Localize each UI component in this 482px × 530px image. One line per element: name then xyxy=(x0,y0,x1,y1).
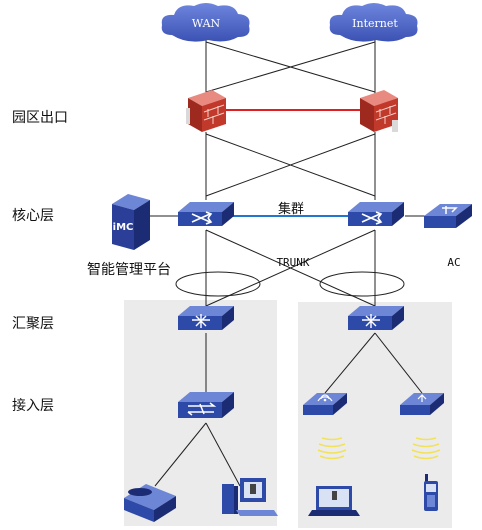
wan-label: WAN xyxy=(192,17,221,30)
access-pc-link xyxy=(205,422,241,487)
wan-cloud-icon: WAN xyxy=(161,3,250,42)
fax-machine-icon xyxy=(124,484,176,522)
aggregation-switch-right-icon xyxy=(348,306,404,330)
access-point-right-icon xyxy=(400,393,444,415)
trunk-ring-left xyxy=(175,271,261,297)
access-switch-icon xyxy=(178,392,234,418)
agg-ap1-link xyxy=(324,332,376,394)
layer-label-access: 接入层 xyxy=(12,397,54,414)
ac-controller-icon xyxy=(424,204,472,228)
ac-label: AC xyxy=(447,256,460,269)
layer-label-exit: 园区出口 xyxy=(12,110,68,126)
core-aggregation-links xyxy=(205,229,376,307)
access-point-left-icon xyxy=(303,393,347,415)
internet-cloud-icon: Internet xyxy=(329,3,418,42)
firewall-left-icon xyxy=(186,90,226,132)
access-fax-link xyxy=(154,422,207,487)
cluster-label: 集群 xyxy=(278,201,304,217)
layer-label-aggregation: 汇聚层 xyxy=(12,316,54,332)
agg-ap2-link xyxy=(374,332,423,394)
laptop-icon xyxy=(308,486,360,516)
internet-label: Internet xyxy=(352,17,398,30)
firewall-right-icon xyxy=(360,90,398,132)
desktop-pc-icon xyxy=(222,478,278,516)
aggregation-switch-left-icon xyxy=(178,306,234,330)
layer-label-core: 核心层 xyxy=(12,208,54,224)
imc-platform-label: 智能管理平台 xyxy=(87,262,171,278)
wifi-signal-left-icon xyxy=(317,437,347,460)
trunk-ring-right xyxy=(319,271,405,297)
mobile-phone-icon xyxy=(424,474,438,511)
wan-firewall-links xyxy=(205,38,376,100)
firewall-core-links xyxy=(205,132,376,200)
imc-logo-text: iMC xyxy=(113,222,134,233)
wifi-signal-right-icon xyxy=(411,437,441,460)
core-switch-right-icon xyxy=(348,202,404,226)
trunk-label: TRUNK xyxy=(276,256,309,269)
imc-server-icon: iMC xyxy=(112,194,150,250)
core-switch-left-icon xyxy=(178,202,234,226)
